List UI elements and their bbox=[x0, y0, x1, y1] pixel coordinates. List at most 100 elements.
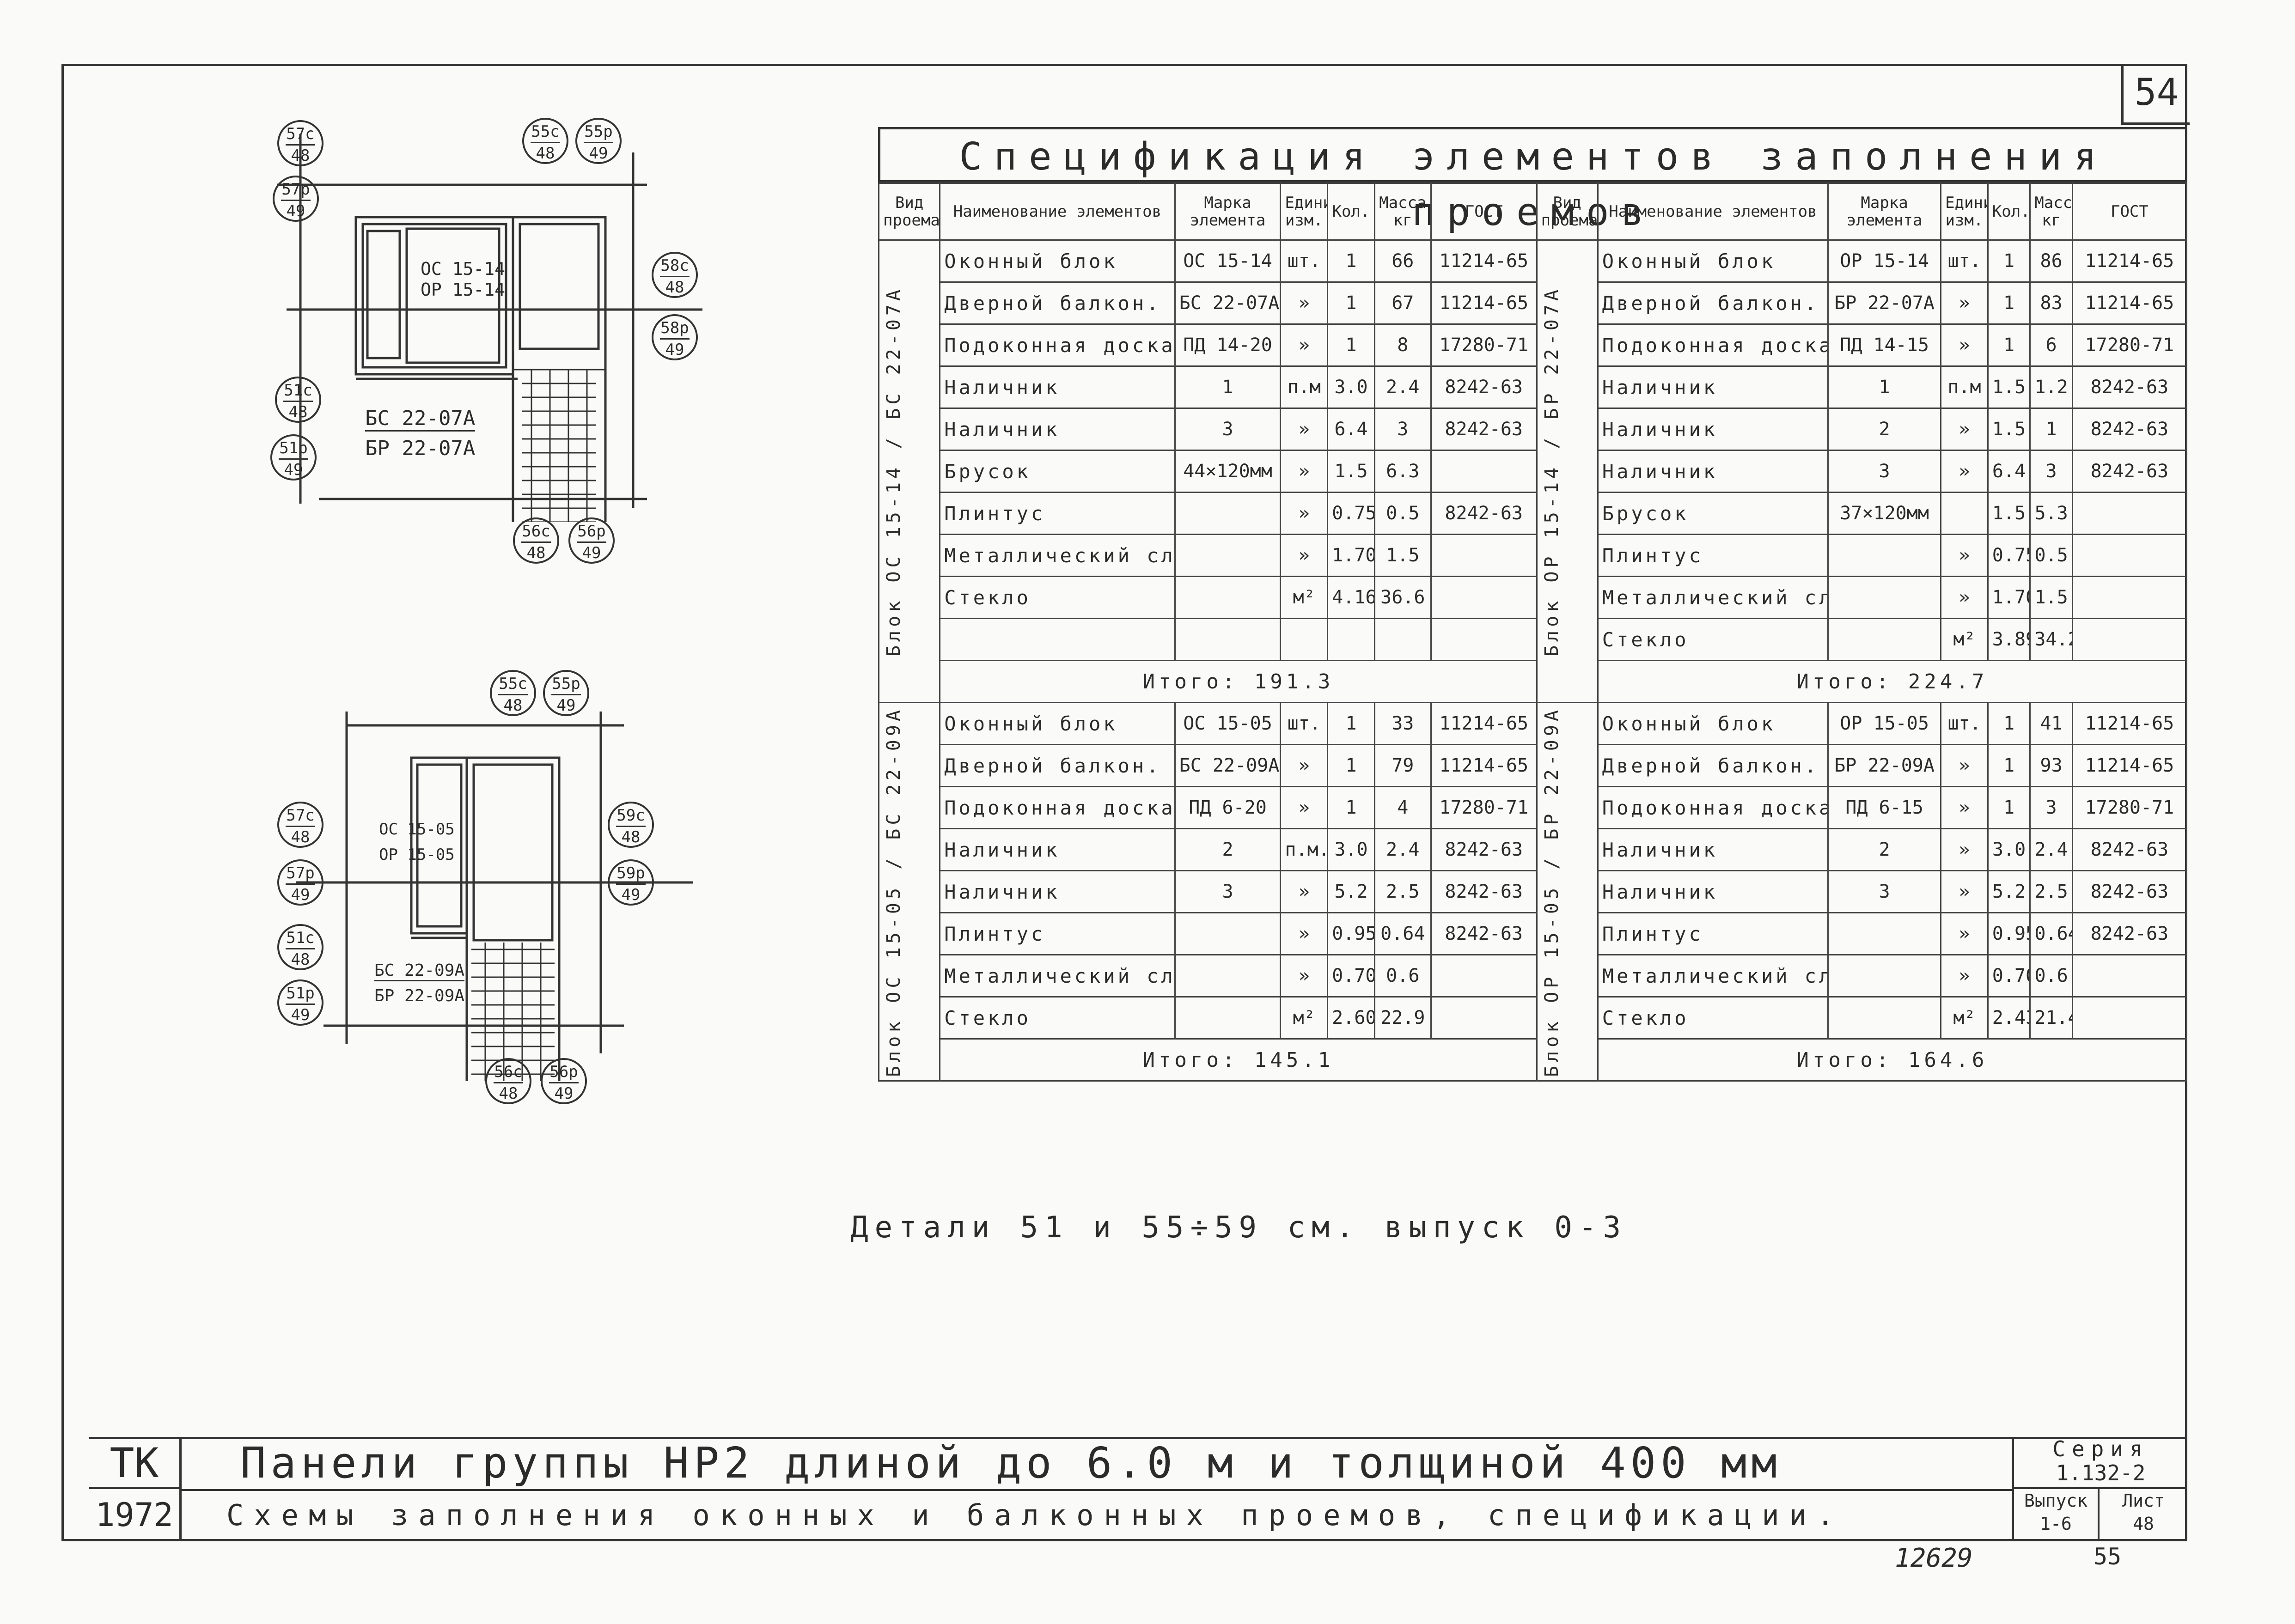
mass: 93 bbox=[2029, 744, 2073, 787]
gost: 11214-65 bbox=[2071, 702, 2188, 745]
element-name: Металлический слив bbox=[939, 954, 1176, 998]
gost: 11214-65 bbox=[1430, 281, 1538, 325]
unit: м² bbox=[1280, 576, 1329, 619]
spec-table: Вид проема Наименование элементов Марка … bbox=[878, 182, 2188, 1082]
element-mark: БС 22-07А bbox=[1174, 281, 1282, 325]
unit: » bbox=[1940, 912, 1989, 955]
mass: 66 bbox=[1373, 239, 1432, 283]
sheet-title: Панели группы НР2 длиной до 6.0 м и толщ… bbox=[240, 1438, 1782, 1488]
element-mark bbox=[1174, 492, 1282, 535]
element-name bbox=[939, 618, 1176, 661]
gost: 8242-63 bbox=[2071, 450, 2188, 493]
window-mark-alt: ОР 15-14 bbox=[421, 280, 506, 300]
element-name: Стекло bbox=[1597, 996, 1829, 1040]
unit: » bbox=[1940, 576, 1989, 619]
mass: 0.5 bbox=[2029, 534, 2073, 577]
header-gost: ГОСТ bbox=[2071, 182, 2188, 241]
issue-cell: Выпуск 1-6 bbox=[2012, 1489, 2100, 1541]
unit: п.м bbox=[1940, 365, 1989, 409]
gost: 11214-65 bbox=[2071, 744, 2188, 787]
element-name: Подоконная доска bbox=[939, 786, 1176, 829]
gost bbox=[1430, 996, 1538, 1040]
element-name: Подоконная доска bbox=[1597, 786, 1829, 829]
unit: м² bbox=[1940, 996, 1989, 1040]
element-mark bbox=[1827, 534, 1942, 577]
unit: » bbox=[1280, 870, 1329, 913]
header-qty: Кол. bbox=[1987, 182, 2031, 241]
element-name: Плинтус bbox=[939, 492, 1176, 535]
element-name: Брусок bbox=[1597, 492, 1829, 535]
details-note: Детали 51 и 55÷59 см. выпуск 0-3 bbox=[850, 1210, 1627, 1245]
element-mark: 37×120мм bbox=[1827, 492, 1942, 535]
section-total: Итого: 224.7 bbox=[1597, 660, 2188, 703]
quantity: 1.5 bbox=[1987, 365, 2031, 409]
unit: п.м bbox=[1280, 365, 1329, 409]
quantity: 1.5 bbox=[1327, 450, 1375, 493]
mass bbox=[1373, 618, 1432, 661]
spec-header-row: Вид проема Наименование элементов Марка … bbox=[878, 182, 2188, 241]
section-total: Итого: 164.6 bbox=[1597, 1038, 2188, 1082]
unit: » bbox=[1940, 323, 1989, 367]
element-name: Наличник bbox=[1597, 450, 1829, 493]
header-mark: Марка элемента bbox=[1174, 182, 1282, 241]
element-mark: ПД 14-20 bbox=[1174, 323, 1282, 367]
element-name: Подоконная доска bbox=[1597, 323, 1829, 367]
element-mark: ПД 6-20 bbox=[1174, 786, 1282, 829]
element-mark bbox=[1827, 618, 1942, 661]
quantity: 1.5 bbox=[1987, 492, 2031, 535]
sheet-label: Лист bbox=[2122, 1490, 2165, 1511]
unit: » bbox=[1280, 912, 1329, 955]
element-mark: ОР 15-05 bbox=[1827, 702, 1942, 745]
gost: 11214-65 bbox=[1430, 239, 1538, 283]
header-mark: Марка элемента bbox=[1827, 182, 1942, 241]
opening-type: Блок ОР 15-05 / БР 22-09А bbox=[1536, 702, 1599, 1082]
unit: » bbox=[1280, 534, 1329, 577]
mass: 36.6 bbox=[1373, 576, 1432, 619]
element-mark: ОС 15-14 bbox=[1174, 239, 1282, 283]
element-mark bbox=[1174, 912, 1282, 955]
gost: 17280-71 bbox=[1430, 323, 1538, 367]
gost: 8242-63 bbox=[1430, 365, 1538, 409]
unit: » bbox=[1280, 281, 1329, 325]
mass: 83 bbox=[2029, 281, 2073, 325]
unit: шт. bbox=[1280, 702, 1329, 745]
gost: 11214-65 bbox=[2071, 281, 2188, 325]
gost: 8242-63 bbox=[1430, 912, 1538, 955]
element-mark: ПД 6-15 bbox=[1827, 786, 1942, 829]
spec-row: Плинтус»0.950.648242-63Плинтус»0.950.648… bbox=[879, 912, 2188, 955]
unit: » bbox=[1280, 954, 1329, 998]
element-name: Плинтус bbox=[939, 912, 1176, 955]
element-mark: 2 bbox=[1174, 828, 1282, 871]
unit: » bbox=[1280, 323, 1329, 367]
element-name: Плинтус bbox=[1597, 534, 1829, 577]
unit: шт. bbox=[1940, 702, 1989, 745]
unit: » bbox=[1940, 786, 1989, 829]
quantity: 3.0 bbox=[1987, 828, 2031, 871]
element-name: Стекло bbox=[939, 996, 1176, 1040]
issue-value: 1-6 bbox=[2040, 1514, 2072, 1534]
element-name: Металлический слив bbox=[1597, 954, 1829, 998]
gost bbox=[1430, 534, 1538, 577]
element-mark bbox=[1827, 912, 1942, 955]
gost: 8242-63 bbox=[1430, 492, 1538, 535]
gost bbox=[1430, 576, 1538, 619]
opening-type-label: Блок ОР 15-05 / БР 22-09А bbox=[1541, 706, 1563, 1077]
window-mark: ОС 15-14 bbox=[421, 259, 506, 279]
element-name: Металлический слив bbox=[939, 534, 1176, 577]
element-mark bbox=[1827, 576, 1942, 619]
gost bbox=[1430, 450, 1538, 493]
